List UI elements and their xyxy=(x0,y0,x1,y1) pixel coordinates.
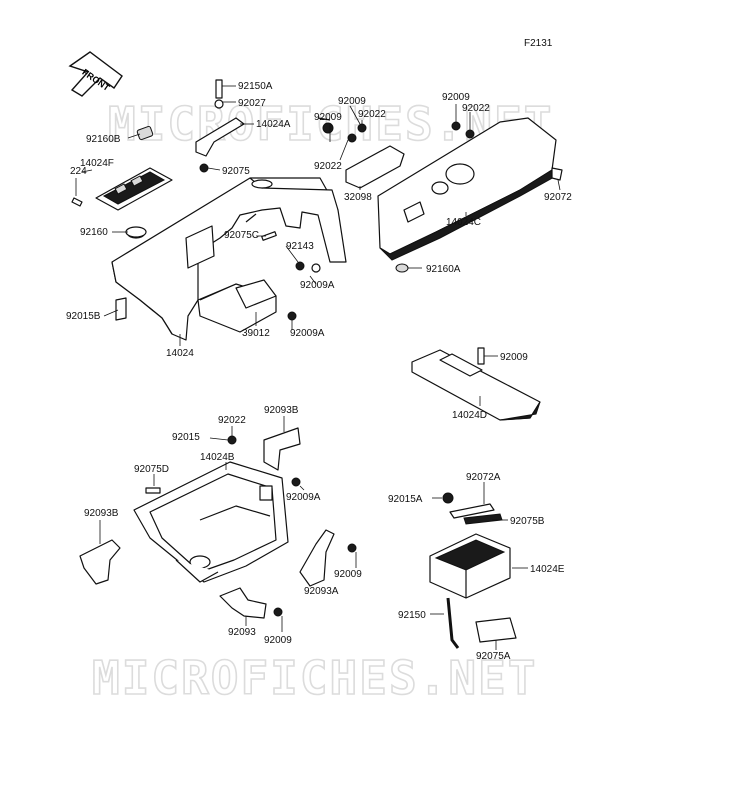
part-92093-bracket xyxy=(219,587,267,619)
part-14024d-cover xyxy=(411,347,541,421)
part-92009a-nut xyxy=(311,263,321,273)
part-14024-cover xyxy=(111,177,347,341)
label-14024c: 14024C xyxy=(446,217,481,228)
part-32098-bracket xyxy=(317,117,405,189)
label-92072a: 92072A xyxy=(466,472,501,483)
label-14024b: 14024B xyxy=(200,452,235,463)
part-14024e-battery-case xyxy=(429,533,511,599)
part-labels: 92150A 92027 14024A 92075 92160B 14024F … xyxy=(66,81,572,662)
label-92160: 92160 xyxy=(80,227,108,238)
label-32098: 32098 xyxy=(344,192,372,203)
label-39012: 39012 xyxy=(242,328,270,339)
label-92015b: 92015B xyxy=(66,311,101,322)
label-92075: 92075 xyxy=(222,166,250,177)
part-92009a-screw-3 xyxy=(291,477,301,487)
label-92160a: 92160A xyxy=(426,264,461,275)
label-14024f: 14024F xyxy=(80,158,114,169)
label-92009a-2: 92009A xyxy=(290,328,325,339)
label-92093b-1: 92093B xyxy=(264,405,299,416)
part-92075a-pad xyxy=(475,617,517,643)
label-92022-d: 92022 xyxy=(218,415,246,426)
part-92160b xyxy=(136,125,154,141)
watermark-bottom: MICROFICHES.NET xyxy=(92,651,537,705)
label-92075c: 92075C xyxy=(224,230,259,241)
part-14024b-tray xyxy=(133,461,289,583)
label-92022-a: 92022 xyxy=(358,109,386,120)
part-92009a-screw-2 xyxy=(287,311,297,321)
label-14024d: 14024D xyxy=(452,410,487,421)
label-92015a: 92015A xyxy=(388,494,423,505)
label-92027: 92027 xyxy=(238,98,266,109)
label-92075d: 92075D xyxy=(134,464,169,475)
label-92075a: 92075A xyxy=(476,651,511,662)
part-92093b-bracket-right xyxy=(263,427,301,471)
front-arrow-icon: FRONT xyxy=(68,51,123,97)
part-92160a-grommet xyxy=(395,263,409,273)
label-14024a: 14024A xyxy=(256,119,291,130)
label-92093a: 92093A xyxy=(304,586,339,597)
part-92015-nut xyxy=(227,435,237,445)
label-92150: 92150 xyxy=(398,610,426,621)
label-92150a: 92150A xyxy=(238,81,273,92)
label-92009a-1: 92009A xyxy=(300,280,335,291)
part-92009-screw-e xyxy=(347,543,357,553)
part-14024c-panel xyxy=(377,117,563,261)
part-92009-screw-f xyxy=(273,607,283,617)
label-92022-b: 92022 xyxy=(314,161,342,172)
part-92009a-screw-1 xyxy=(295,261,305,271)
label-92093: 92093 xyxy=(228,627,256,638)
diagram-code: F2131 xyxy=(524,38,553,49)
part-14024f-panel xyxy=(95,167,173,211)
label-92143: 92143 xyxy=(286,241,314,252)
label-92009-c: 92009 xyxy=(442,92,470,103)
label-92093b-2: 92093B xyxy=(84,508,119,519)
label-14024: 14024 xyxy=(166,348,194,359)
label-92015: 92015 xyxy=(172,432,200,443)
label-92072: 92072 xyxy=(544,192,572,203)
label-92009a-3: 92009A xyxy=(286,492,321,503)
label-14024e: 14024E xyxy=(530,564,565,575)
label-92009-e: 92009 xyxy=(334,569,362,580)
label-224: 224 xyxy=(70,166,87,177)
label-92022-c: 92022 xyxy=(462,103,490,114)
label-92075b: 92075B xyxy=(510,516,545,527)
label-92009-d: 92009 xyxy=(500,352,528,363)
part-92150-rod xyxy=(446,597,460,649)
part-92093a-bracket xyxy=(299,529,335,587)
part-92072a-strap xyxy=(449,503,495,519)
part-92093b-bracket-left xyxy=(79,539,121,585)
part-92075c xyxy=(261,231,277,241)
part-224-screw xyxy=(71,197,83,207)
part-92075d xyxy=(145,487,161,494)
label-92160b: 92160B xyxy=(86,134,121,145)
label-92009-b: 92009 xyxy=(314,112,342,123)
part-92160-grommet xyxy=(125,226,147,238)
label-92009-f: 92009 xyxy=(264,635,292,646)
label-92009-a: 92009 xyxy=(338,96,366,107)
part-14024a-bracket xyxy=(195,79,245,173)
part-92075b-pad xyxy=(463,513,503,525)
part-92015a-nut xyxy=(442,492,454,504)
leader-lines xyxy=(75,85,561,650)
